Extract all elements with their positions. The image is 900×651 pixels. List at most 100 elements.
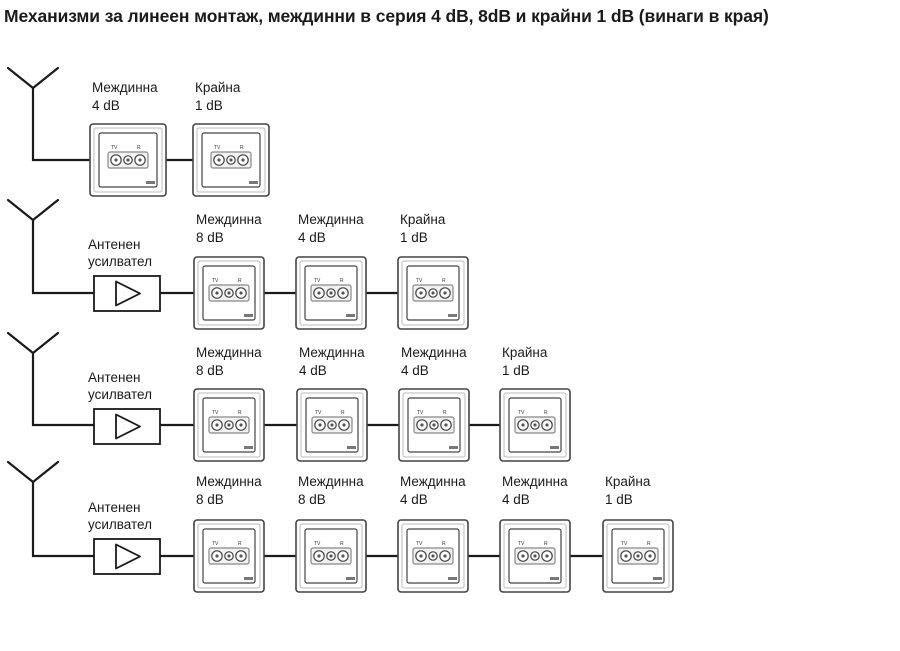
- tv-socket-icon: TV R: [602, 519, 674, 593]
- socket-r-mark: R: [238, 410, 242, 416]
- amplifier-label: усилвател: [88, 517, 152, 532]
- socket-label: Междинна: [502, 474, 568, 489]
- brand-mark: [146, 181, 155, 184]
- tv-socket-icon: TV R: [499, 519, 571, 593]
- tv-socket-icon: TV R: [193, 256, 265, 330]
- tv-socket-icon: TV R: [499, 388, 571, 462]
- socket-label: Междинна: [298, 212, 364, 227]
- socket-attenuation-label: 4 dB: [299, 363, 327, 378]
- socket-tv-mark: TV: [314, 278, 321, 284]
- antenna-icon: [6, 198, 60, 246]
- amplifier-label: усилвател: [88, 387, 152, 402]
- socket-label: Крайна: [195, 80, 241, 95]
- tv-socket-icon: TV R: [192, 123, 270, 197]
- socket-label: Междинна: [196, 345, 262, 360]
- socket-tv-mark: TV: [518, 410, 525, 416]
- socket-tv-mark: TV: [518, 541, 525, 547]
- socket-attenuation-label: 8 dB: [196, 363, 224, 378]
- amplifier-icon: [93, 538, 161, 575]
- socket-tv-mark: TV: [212, 410, 219, 416]
- brand-mark: [346, 314, 355, 317]
- socket-r-mark: R: [544, 541, 548, 547]
- socket-r-mark: R: [238, 541, 242, 547]
- socket-tv-mark: TV: [416, 541, 423, 547]
- brand-mark: [550, 446, 559, 449]
- socket-attenuation-label: 8 dB: [196, 230, 224, 245]
- socket-tv-mark: TV: [212, 278, 219, 284]
- socket-r-mark: R: [544, 410, 548, 416]
- tv-socket-icon: TV R: [296, 388, 368, 462]
- socket-r-mark: R: [442, 278, 446, 284]
- socket-tv-mark: TV: [417, 410, 424, 416]
- socket-label: Междинна: [298, 474, 364, 489]
- socket-tv-mark: TV: [621, 541, 628, 547]
- brand-mark: [244, 577, 253, 580]
- tv-socket-icon: TV R: [193, 388, 265, 462]
- socket-attenuation-label: 1 dB: [605, 492, 633, 507]
- amplifier-icon: [93, 275, 161, 312]
- socket-tv-mark: TV: [314, 541, 321, 547]
- tv-socket-icon: TV R: [193, 519, 265, 593]
- socket-attenuation-label: 4 dB: [298, 230, 326, 245]
- brand-mark: [550, 577, 559, 580]
- socket-attenuation-label: 8 dB: [196, 492, 224, 507]
- socket-r-mark: R: [442, 541, 446, 547]
- antenna-icon: [6, 331, 60, 379]
- socket-attenuation-label: 4 dB: [400, 492, 428, 507]
- brand-mark: [653, 577, 662, 580]
- socket-attenuation-label: 4 dB: [502, 492, 530, 507]
- socket-r-mark: R: [341, 410, 345, 416]
- amplifier-label: усилвател: [88, 254, 152, 269]
- antenna-icon: [6, 66, 60, 114]
- socket-attenuation-label: 8 dB: [298, 492, 326, 507]
- page-title: Механизми за линеен монтаж, междинни в с…: [4, 6, 769, 26]
- socket-attenuation-label: 4 dB: [401, 363, 429, 378]
- brand-mark: [448, 314, 457, 317]
- brand-mark: [244, 314, 253, 317]
- amplifier-label: Антенен: [88, 500, 140, 515]
- socket-tv-mark: TV: [212, 541, 219, 547]
- socket-label: Междинна: [299, 345, 365, 360]
- amplifier-label: Антенен: [88, 237, 140, 252]
- socket-label: Междинна: [400, 474, 466, 489]
- socket-r-mark: R: [340, 278, 344, 284]
- tv-socket-icon: TV R: [397, 256, 469, 330]
- brand-mark: [347, 446, 356, 449]
- socket-r-mark: R: [240, 145, 244, 151]
- socket-attenuation-label: 1 dB: [195, 98, 223, 113]
- brand-mark: [448, 577, 457, 580]
- socket-r-mark: R: [340, 541, 344, 547]
- amplifier-label: Антенен: [88, 370, 140, 385]
- socket-tv-mark: TV: [416, 278, 423, 284]
- tv-socket-icon: TV R: [397, 519, 469, 593]
- socket-r-mark: R: [647, 541, 651, 547]
- tv-socket-icon: TV R: [295, 256, 367, 330]
- socket-label: Крайна: [400, 212, 446, 227]
- socket-label: Крайна: [605, 474, 651, 489]
- socket-attenuation-label: 1 dB: [502, 363, 530, 378]
- socket-label: Междинна: [401, 345, 467, 360]
- socket-attenuation-label: 1 dB: [400, 230, 428, 245]
- feed-cable: [31, 112, 90, 162]
- socket-label: Крайна: [502, 345, 548, 360]
- brand-mark: [244, 446, 253, 449]
- socket-tv-mark: TV: [214, 145, 221, 151]
- socket-label: Междинна: [196, 212, 262, 227]
- brand-mark: [346, 577, 355, 580]
- antenna-icon: [6, 460, 60, 508]
- socket-tv-mark: TV: [111, 145, 118, 151]
- socket-tv-mark: TV: [315, 410, 322, 416]
- brand-mark: [249, 181, 258, 184]
- tv-socket-icon: TV R: [295, 519, 367, 593]
- socket-r-mark: R: [238, 278, 242, 284]
- socket-label: Междинна: [92, 80, 158, 95]
- socket-label: Междинна: [196, 474, 262, 489]
- socket-r-mark: R: [443, 410, 447, 416]
- amplifier-icon: [93, 408, 161, 445]
